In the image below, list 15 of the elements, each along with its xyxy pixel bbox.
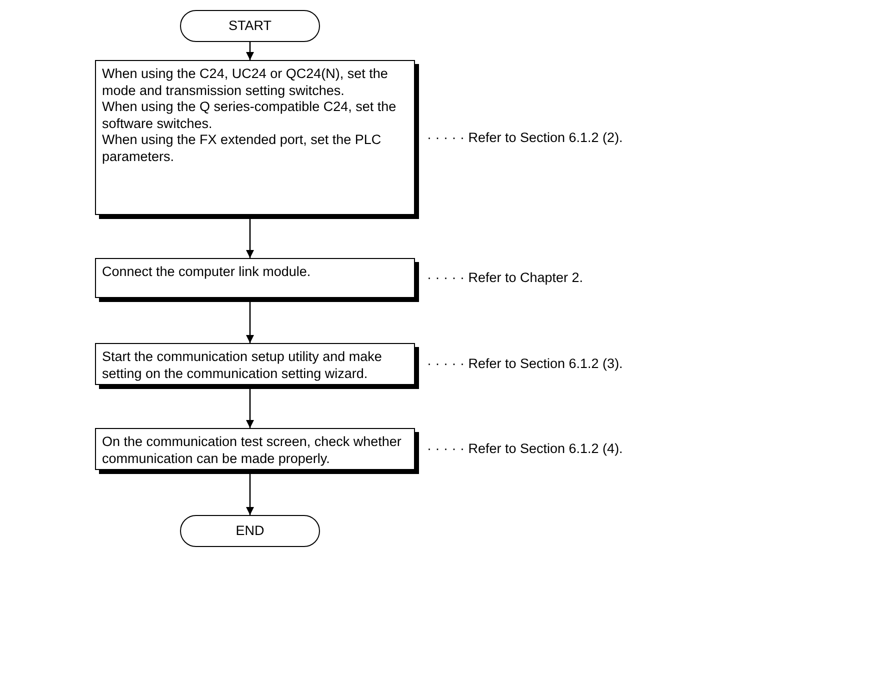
reference-note: · · · · · Refer to Chapter 2. [427, 270, 584, 285]
step-text: Start the communication setup utility and make setting on the communication setting wizard. [102, 349, 383, 382]
step-text: START [228, 18, 272, 34]
step-text: Connect the computer link module. [102, 264, 312, 280]
step-text: On the communication test screen, check whether communication can be made properly. [102, 434, 402, 467]
arrow [246, 42, 254, 60]
step-text: When using the Q series-compatible C24, set the software switches. [102, 99, 398, 132]
step-text: When using the C24, UC24 or QC24(N), set the mode and transmission setting switches. [102, 66, 389, 99]
reference-note: · · · · · Refer to Section 6.1.2 (3). [427, 356, 623, 371]
step-text: END [236, 522, 264, 540]
terminal-shape [180, 10, 320, 42]
terminal-shape [180, 515, 320, 547]
reference-note: · · · · · Refer to Section 6.1.2 (4). [427, 441, 623, 456]
step-text: When using the FX extended port, set the PLC parameters. [102, 132, 382, 165]
reference-note: · · · · · Refer to Section 6.1.2 (2). [427, 130, 623, 144]
